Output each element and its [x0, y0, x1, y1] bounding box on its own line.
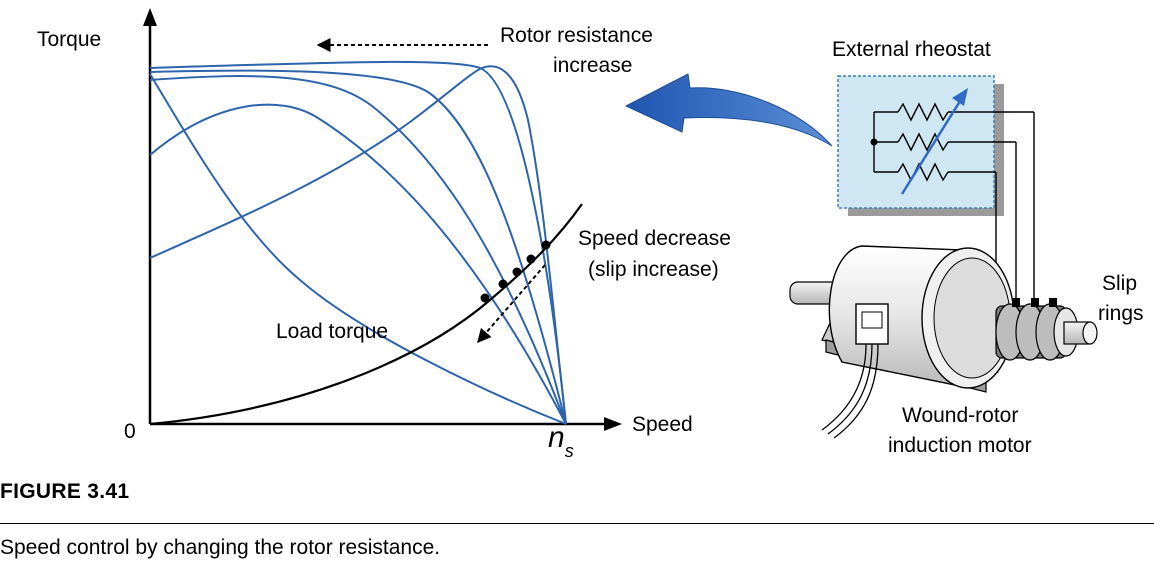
load-torque-label: Load torque — [276, 320, 388, 343]
rheostat-label: External rheostat — [832, 38, 991, 61]
figure-caption: Speed control by changing the rotor resi… — [0, 536, 441, 559]
x-axis-arrowhead — [604, 417, 622, 431]
load-torque-curve — [149, 203, 583, 426]
operating-points — [480, 240, 551, 303]
speed-decrease-dashed-arrow — [477, 264, 546, 344]
resistor-1 — [897, 102, 949, 122]
speed-decrease-label-2: (slip increase) — [588, 258, 719, 281]
torque-curve-5 — [149, 65, 567, 425]
diagram: Torque Speed 0 ns Rotor resistance incre… — [37, 8, 1144, 461]
operating-point — [498, 279, 508, 289]
caption-rule — [0, 523, 1154, 524]
speed-decrease-label-1: Speed decrease — [578, 227, 731, 250]
torque-curve-3 — [149, 75, 567, 425]
resistor-2 — [897, 132, 949, 152]
operating-point — [526, 254, 536, 264]
torque-curve-6 — [149, 73, 567, 425]
y-axis-label: Torque — [37, 28, 101, 51]
origin-label: 0 — [124, 420, 136, 443]
ns-label: ns — [548, 421, 574, 461]
y-axis-arrowhead — [143, 8, 157, 26]
slip-rings-label-1: Slip — [1102, 272, 1137, 295]
figure-label: FIGURE 3.41 — [0, 480, 130, 503]
torque-curve-4 — [149, 103, 567, 425]
operating-point — [541, 240, 551, 250]
motor-label-1: Wound-rotor — [902, 404, 1018, 427]
rotor-resistance-label-2: increase — [553, 54, 632, 77]
wound-rotor-induction-motor — [789, 245, 1098, 439]
torque-speed-curves — [149, 60, 567, 425]
torque-curve-2 — [149, 69, 567, 425]
operating-point — [512, 267, 522, 277]
x-axis-label: Speed — [632, 413, 693, 436]
rheostat-variable-arrow — [900, 97, 964, 195]
motor-label-2: induction motor — [888, 434, 1032, 457]
resistor-3 — [897, 162, 949, 182]
operating-point — [480, 293, 490, 303]
big-blue-curved-arrow — [624, 73, 833, 147]
slip-rings-label-2: rings — [1098, 302, 1144, 325]
rotor-resistance-label-1: Rotor resistance — [500, 24, 653, 47]
axes — [143, 8, 622, 431]
external-rheostat: External rheostat — [832, 38, 1035, 304]
